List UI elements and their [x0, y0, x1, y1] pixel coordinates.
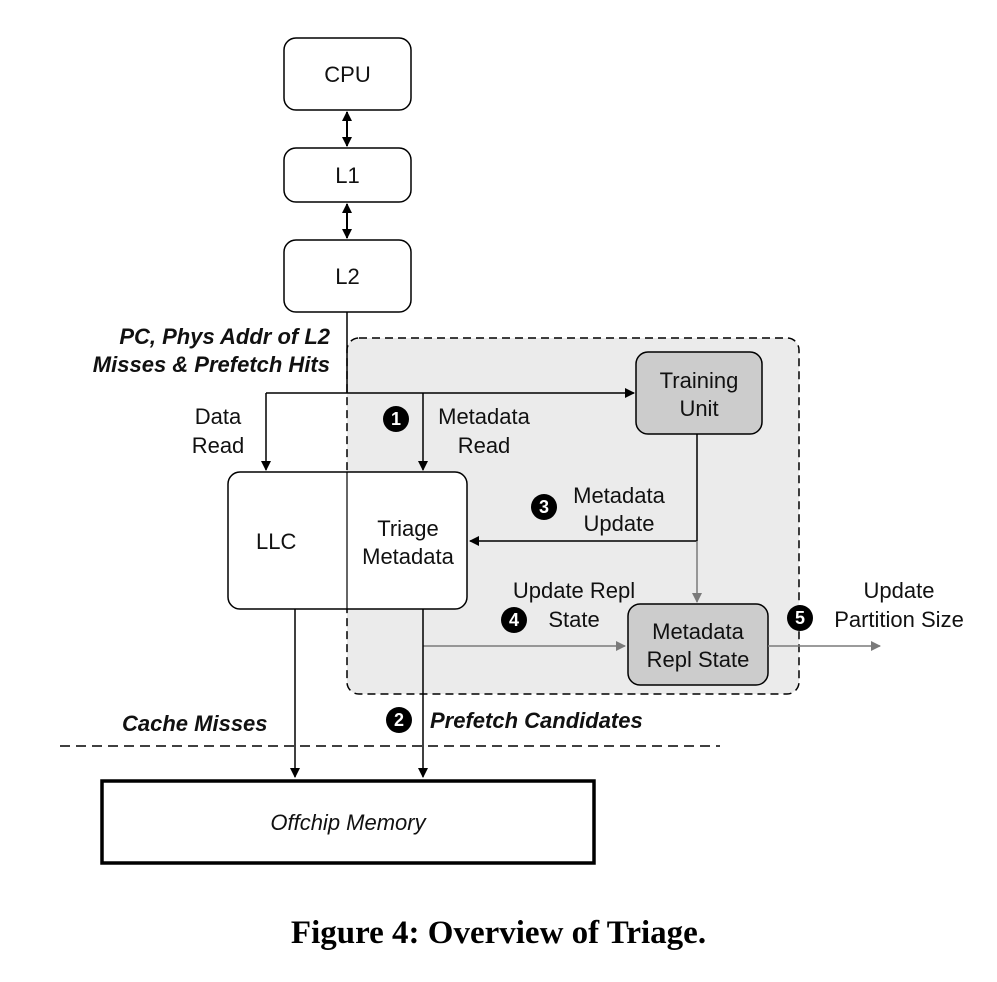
offchip-memory-label: Offchip Memory	[270, 810, 426, 835]
update-repl-state-label-1: Update Repl	[512, 578, 636, 603]
metadata-repl-state-box	[627, 603, 769, 686]
cpu-box	[283, 37, 412, 111]
update-repl-state-label-2: State	[548, 607, 600, 632]
step-badge-4: 4	[501, 607, 527, 633]
metadata-repl-state-label-1: Metadata	[652, 619, 744, 644]
metadata-read-label-2: Read	[457, 433, 511, 458]
data-read-label-2: Read	[191, 433, 245, 458]
training-unit-label-1: Training	[659, 368, 739, 393]
training-unit-label-2: Unit	[679, 396, 719, 421]
cache-misses-label: Cache Misses	[122, 711, 268, 736]
step-badge-2: 2	[386, 707, 412, 733]
metadata-read-label-1: Metadata	[438, 404, 530, 429]
metadata-update-label-2: Update	[583, 511, 655, 536]
l2-misses-label-1: PC, Phys Addr of L2	[119, 324, 330, 349]
triage-metadata-label-1: Triage	[377, 516, 439, 541]
triage-metadata-label-2: Metadata	[362, 544, 454, 569]
l2-misses-label-2: Misses & Prefetch Hits	[92, 352, 330, 377]
llc-label: LLC	[256, 529, 297, 554]
l1-label: L1	[335, 163, 360, 188]
prefetch-candidates-label: Prefetch Candidates	[430, 708, 643, 733]
offchip-memory-box	[100, 779, 596, 865]
metadata-repl-state-label-2: Repl State	[646, 647, 750, 672]
l1-box	[283, 147, 412, 203]
metadata-update-label-1: Metadata	[573, 483, 665, 508]
l2-label: L2	[335, 264, 360, 289]
update-partition-size-label-2: Partition Size	[834, 607, 964, 632]
data-read-label-1: Data	[194, 404, 242, 429]
cpu-label: CPU	[324, 62, 371, 87]
update-partition-size-label-1: Update	[863, 578, 935, 603]
step-badge-3: 3	[531, 494, 557, 520]
step-badge-1: 1	[383, 406, 409, 432]
figure-caption: Figure 4: Overview of Triage.	[290, 915, 707, 951]
step-badge-5: 5	[787, 605, 813, 631]
training-unit-box	[635, 351, 763, 435]
